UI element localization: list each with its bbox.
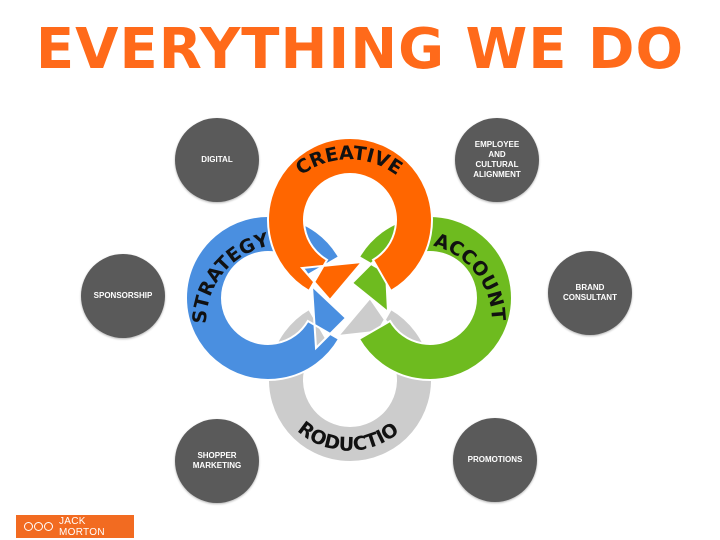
creative-arrow: [267, 137, 433, 302]
service-promotions: PROMOTIONS: [453, 418, 537, 502]
service-shopper-marketing: SHOPPER MARKETING: [175, 419, 259, 503]
service-sponsorship: SPONSORSHIP: [81, 254, 165, 338]
service-brand-consultant: BRAND CONSULTANT: [548, 251, 632, 335]
logo-text: JACK MORTON: [59, 515, 105, 538]
production-label: PRODUCTION: [0, 0, 403, 456]
service-digital: DIGITAL: [175, 118, 259, 202]
service-employee-cultural-alignment: EMPLOYEE AND CULTURAL ALIGNMENT: [455, 118, 539, 202]
page-title: EVERYTHING WE DO: [35, 17, 685, 82]
rings-icon: [24, 522, 54, 531]
jack-morton-logo: JACK MORTON: [16, 515, 134, 538]
